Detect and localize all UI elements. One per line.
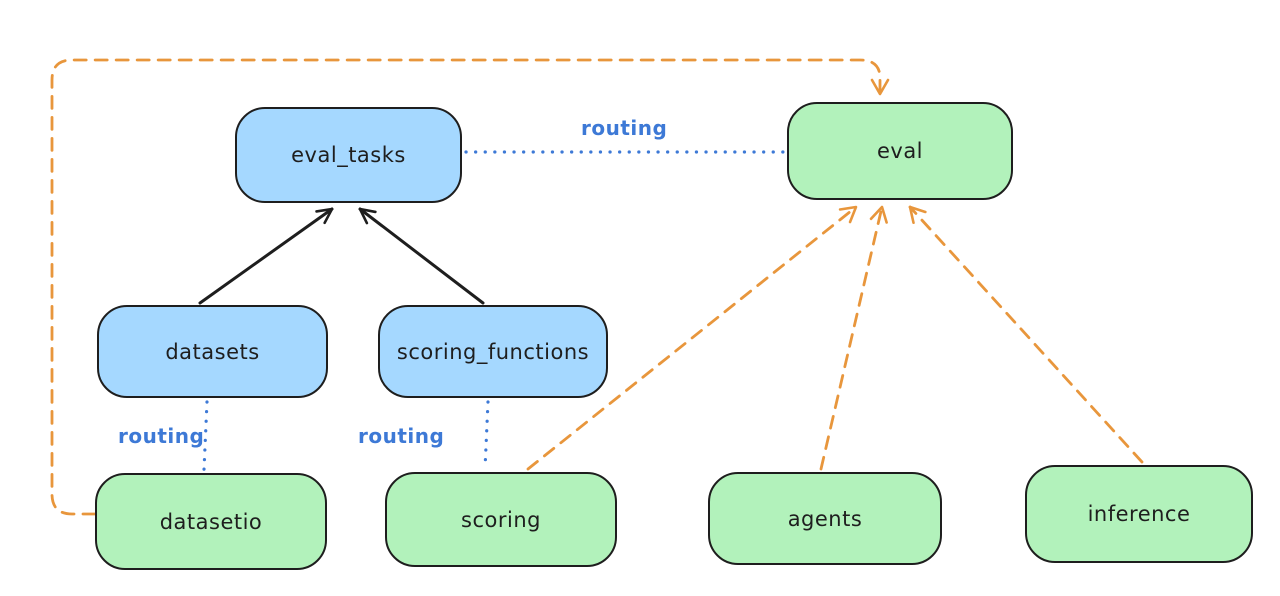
node-scoring-functions[interactable]: scoring_functions xyxy=(378,305,608,398)
node-inference-label: inference xyxy=(1087,502,1191,526)
node-datasets-label: datasets xyxy=(165,339,260,364)
node-datasetio-label: datasetio xyxy=(159,509,263,534)
edge-datasets-to-eval-tasks xyxy=(198,207,334,305)
edge-scoring-functions-to-eval-tasks xyxy=(358,207,485,305)
node-inference[interactable]: inference xyxy=(1025,465,1253,563)
node-agents-label: agents xyxy=(787,506,863,531)
edge-datasets-to-datasetio-routing xyxy=(202,400,209,472)
edge-agents-to-eval xyxy=(819,205,888,471)
node-eval-tasks[interactable]: eval_tasks xyxy=(235,107,462,203)
node-eval-tasks-label: eval_tasks xyxy=(291,143,406,167)
node-eval[interactable]: eval xyxy=(787,102,1013,200)
node-scoring[interactable]: scoring xyxy=(385,472,617,567)
node-agents[interactable]: agents xyxy=(708,472,942,565)
node-datasetio[interactable]: datasetio xyxy=(95,473,327,570)
edge-label-routing-datasetio: routing xyxy=(118,424,205,448)
edge-inference-to-eval xyxy=(908,205,1144,464)
node-scoring-functions-label: scoring_functions xyxy=(396,339,590,364)
node-datasets[interactable]: datasets xyxy=(97,305,328,398)
node-scoring-label: scoring xyxy=(461,507,541,532)
node-eval-label: eval xyxy=(876,139,924,163)
edge-scoring-functions-to-scoring-routing xyxy=(483,400,490,471)
edge-label-routing-scoring: routing xyxy=(358,424,445,448)
edge-label-routing-top: routing xyxy=(581,116,668,140)
